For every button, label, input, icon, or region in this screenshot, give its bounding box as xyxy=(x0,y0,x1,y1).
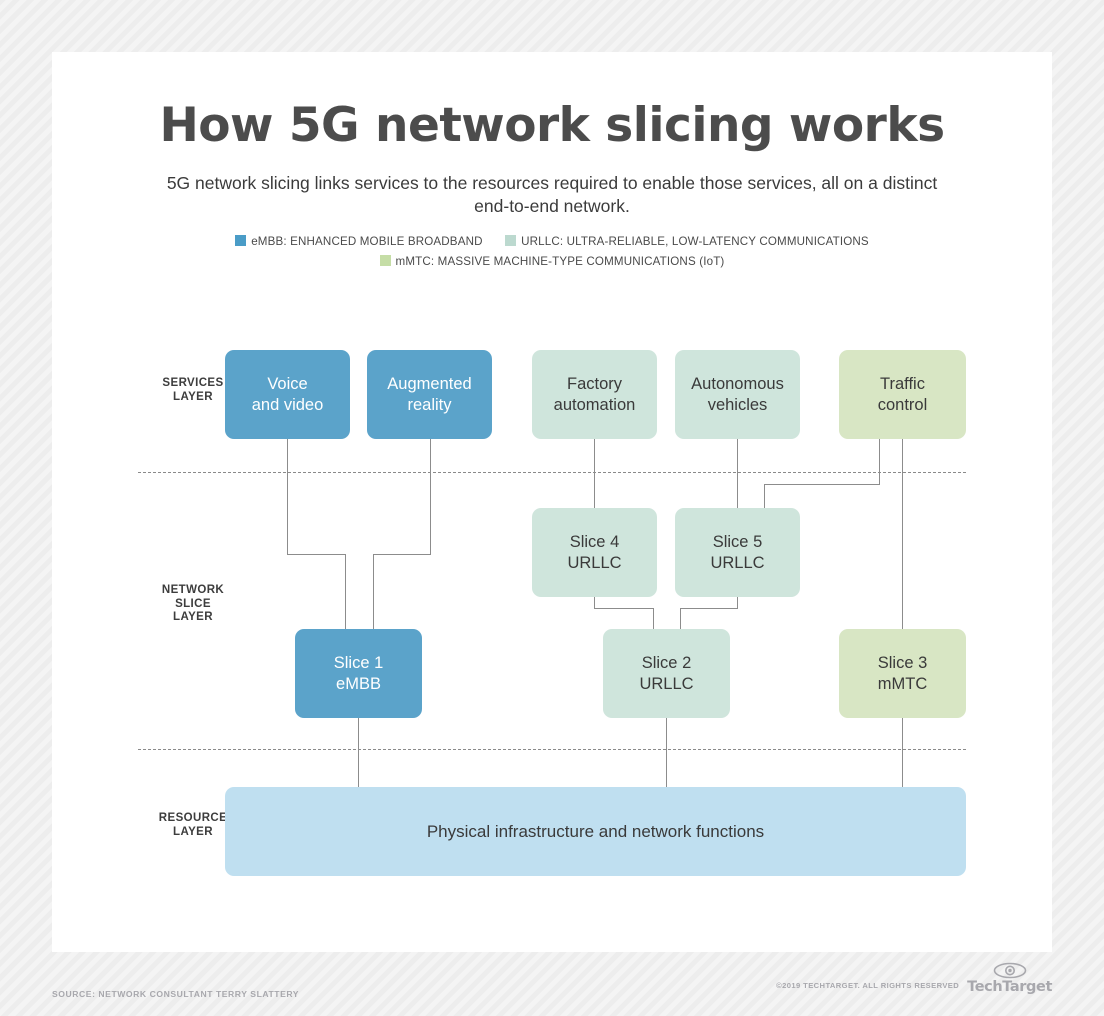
wire-traffic-left-join xyxy=(764,484,766,515)
service-factory-line1: Factory xyxy=(566,374,622,393)
legend-label-mmtc: mMTC: MASSIVE MACHINE-TYPE COMMUNICATION… xyxy=(395,254,725,268)
legend-swatch-embb xyxy=(235,235,247,247)
slice3-line1: Slice 3 xyxy=(877,653,928,672)
techtarget-wordmark: TechTarget xyxy=(967,979,1052,995)
wire-voice-join xyxy=(345,554,347,639)
service-ar-line1: Augmented xyxy=(387,374,472,393)
wire-slice5-left xyxy=(680,608,738,610)
divider-slice-resource xyxy=(138,749,966,750)
service-factory-line2: automation xyxy=(553,395,636,414)
service-node-traffic-control[interactable]: Traffic control xyxy=(839,350,966,439)
wire-factory-down xyxy=(594,439,596,515)
wire-slice2-resource xyxy=(666,714,668,788)
service-node-augmented-reality[interactable]: Augmented reality xyxy=(367,350,492,439)
slice1-line2: eMBB xyxy=(336,674,381,693)
legend-swatch-urllc xyxy=(505,235,517,247)
wire-slice3-resource xyxy=(902,714,904,788)
layer-label-services: SERVICES LAYER xyxy=(138,377,248,404)
slice-node-slice-4[interactable]: Slice 4 URLLC xyxy=(532,508,657,597)
legend-row-bottom: mMTC: MASSIVE MACHINE-TYPE COMMUNICATION… xyxy=(52,251,1052,270)
service-traffic-line2: control xyxy=(877,395,928,414)
service-node-autonomous-vehicles[interactable]: Autonomous vehicles xyxy=(675,350,800,439)
wire-ar-join xyxy=(373,554,375,639)
wire-slice1-resource xyxy=(358,714,360,788)
footer-source: SOURCE: NETWORK CONSULTANT TERRY SLATTER… xyxy=(52,989,300,999)
wire-traffic-left-down xyxy=(879,439,881,485)
service-autonomous-line1: Autonomous xyxy=(691,374,784,393)
layer-label-services-line2: LAYER xyxy=(173,390,213,403)
slice5-line1: Slice 5 xyxy=(712,532,763,551)
slice4-line2: URLLC xyxy=(567,553,622,572)
layer-label-resource-line1: RESOURCE xyxy=(158,812,228,824)
wire-autonomous-down xyxy=(737,439,739,515)
diagram-stage: How 5G network slicing works 5G network … xyxy=(52,52,1052,952)
legend-item-urllc: URLLC: ULTRA-RELIABLE, LOW-LATENCY COMMU… xyxy=(505,232,869,251)
service-voice-line2: and video xyxy=(251,395,324,414)
service-traffic-line1: Traffic xyxy=(880,374,925,393)
service-node-voice-and-video[interactable]: Voice and video xyxy=(225,350,350,439)
slice2-line2: URLLC xyxy=(639,674,694,693)
service-node-factory-automation[interactable]: Factory automation xyxy=(532,350,657,439)
slice-node-slice-2[interactable]: Slice 2 URLLC xyxy=(603,629,730,718)
legend-label-urllc: URLLC: ULTRA-RELIABLE, LOW-LATENCY COMMU… xyxy=(521,235,869,249)
resource-layer-bar[interactable]: Physical infrastructure and network func… xyxy=(225,787,966,876)
wire-traffic-right-down xyxy=(902,439,904,636)
slice4-line1: Slice 4 xyxy=(569,532,620,551)
slice1-line1: Slice 1 xyxy=(333,653,384,672)
footer-right: ©2019 TECHTARGET. ALL RIGHTS RESERVED Te… xyxy=(776,962,1052,995)
wire-traffic-left-jog xyxy=(764,484,880,486)
wire-voice-down xyxy=(287,439,289,555)
layer-label-slice-line2: SLICE xyxy=(175,597,211,610)
slice5-line2: URLLC xyxy=(710,553,765,572)
service-ar-line2: reality xyxy=(407,395,452,414)
wire-slice4-join xyxy=(653,608,655,636)
layer-label-resource-line2: LAYER xyxy=(173,825,213,838)
page-subtitle: 5G network slicing links services to the… xyxy=(166,173,938,216)
legend-row-top: eMBB: ENHANCED MOBILE BROADBAND URLLC: U… xyxy=(52,232,1052,251)
slice-node-slice-1[interactable]: Slice 1 eMBB xyxy=(295,629,422,718)
page-title: How 5G network slicing works xyxy=(159,98,945,153)
slice-node-slice-3[interactable]: Slice 3 mMTC xyxy=(839,629,966,718)
legend-item-embb: eMBB: ENHANCED MOBILE BROADBAND xyxy=(235,232,482,251)
wire-slice5-down xyxy=(737,593,739,609)
wire-voice-right xyxy=(287,554,346,556)
service-autonomous-line2: vehicles xyxy=(707,395,768,414)
infographic-card: How 5G network slicing works 5G network … xyxy=(52,52,1052,952)
wire-slice5-join xyxy=(680,608,682,636)
wire-ar-down xyxy=(430,439,432,555)
techtarget-logo: TechTarget xyxy=(967,962,1052,995)
slice3-line2: mMTC xyxy=(877,674,928,693)
service-voice-line1: Voice xyxy=(267,374,308,393)
divider-services-slice xyxy=(138,472,966,473)
layer-label-network-slice: NETWORK SLICE LAYER xyxy=(138,584,248,625)
wire-slice4-down xyxy=(594,593,596,609)
layer-label-services-line1: SERVICES xyxy=(162,377,224,389)
legend-item-mmtc: mMTC: MASSIVE MACHINE-TYPE COMMUNICATION… xyxy=(379,252,725,271)
layer-label-slice-line1: NETWORK xyxy=(161,584,225,596)
legend-swatch-mmtc xyxy=(379,254,391,266)
wire-slice4-right xyxy=(594,608,654,610)
legend-label-embb: eMBB: ENHANCED MOBILE BROADBAND xyxy=(251,235,483,249)
eye-icon xyxy=(993,962,1026,979)
layer-label-slice-line3: LAYER xyxy=(173,611,213,623)
wire-ar-left xyxy=(373,554,431,556)
resource-layer-label: Physical infrastructure and network func… xyxy=(426,821,765,841)
slice-node-slice-5[interactable]: Slice 5 URLLC xyxy=(675,508,800,597)
legend: eMBB: ENHANCED MOBILE BROADBAND URLLC: U… xyxy=(52,232,1052,271)
connector-wires xyxy=(52,52,1052,952)
slice2-line1: Slice 2 xyxy=(641,653,692,672)
footer-copyright: ©2019 TECHTARGET. ALL RIGHTS RESERVED xyxy=(776,981,960,990)
layer-label-resource: RESOURCE LAYER xyxy=(138,812,248,839)
